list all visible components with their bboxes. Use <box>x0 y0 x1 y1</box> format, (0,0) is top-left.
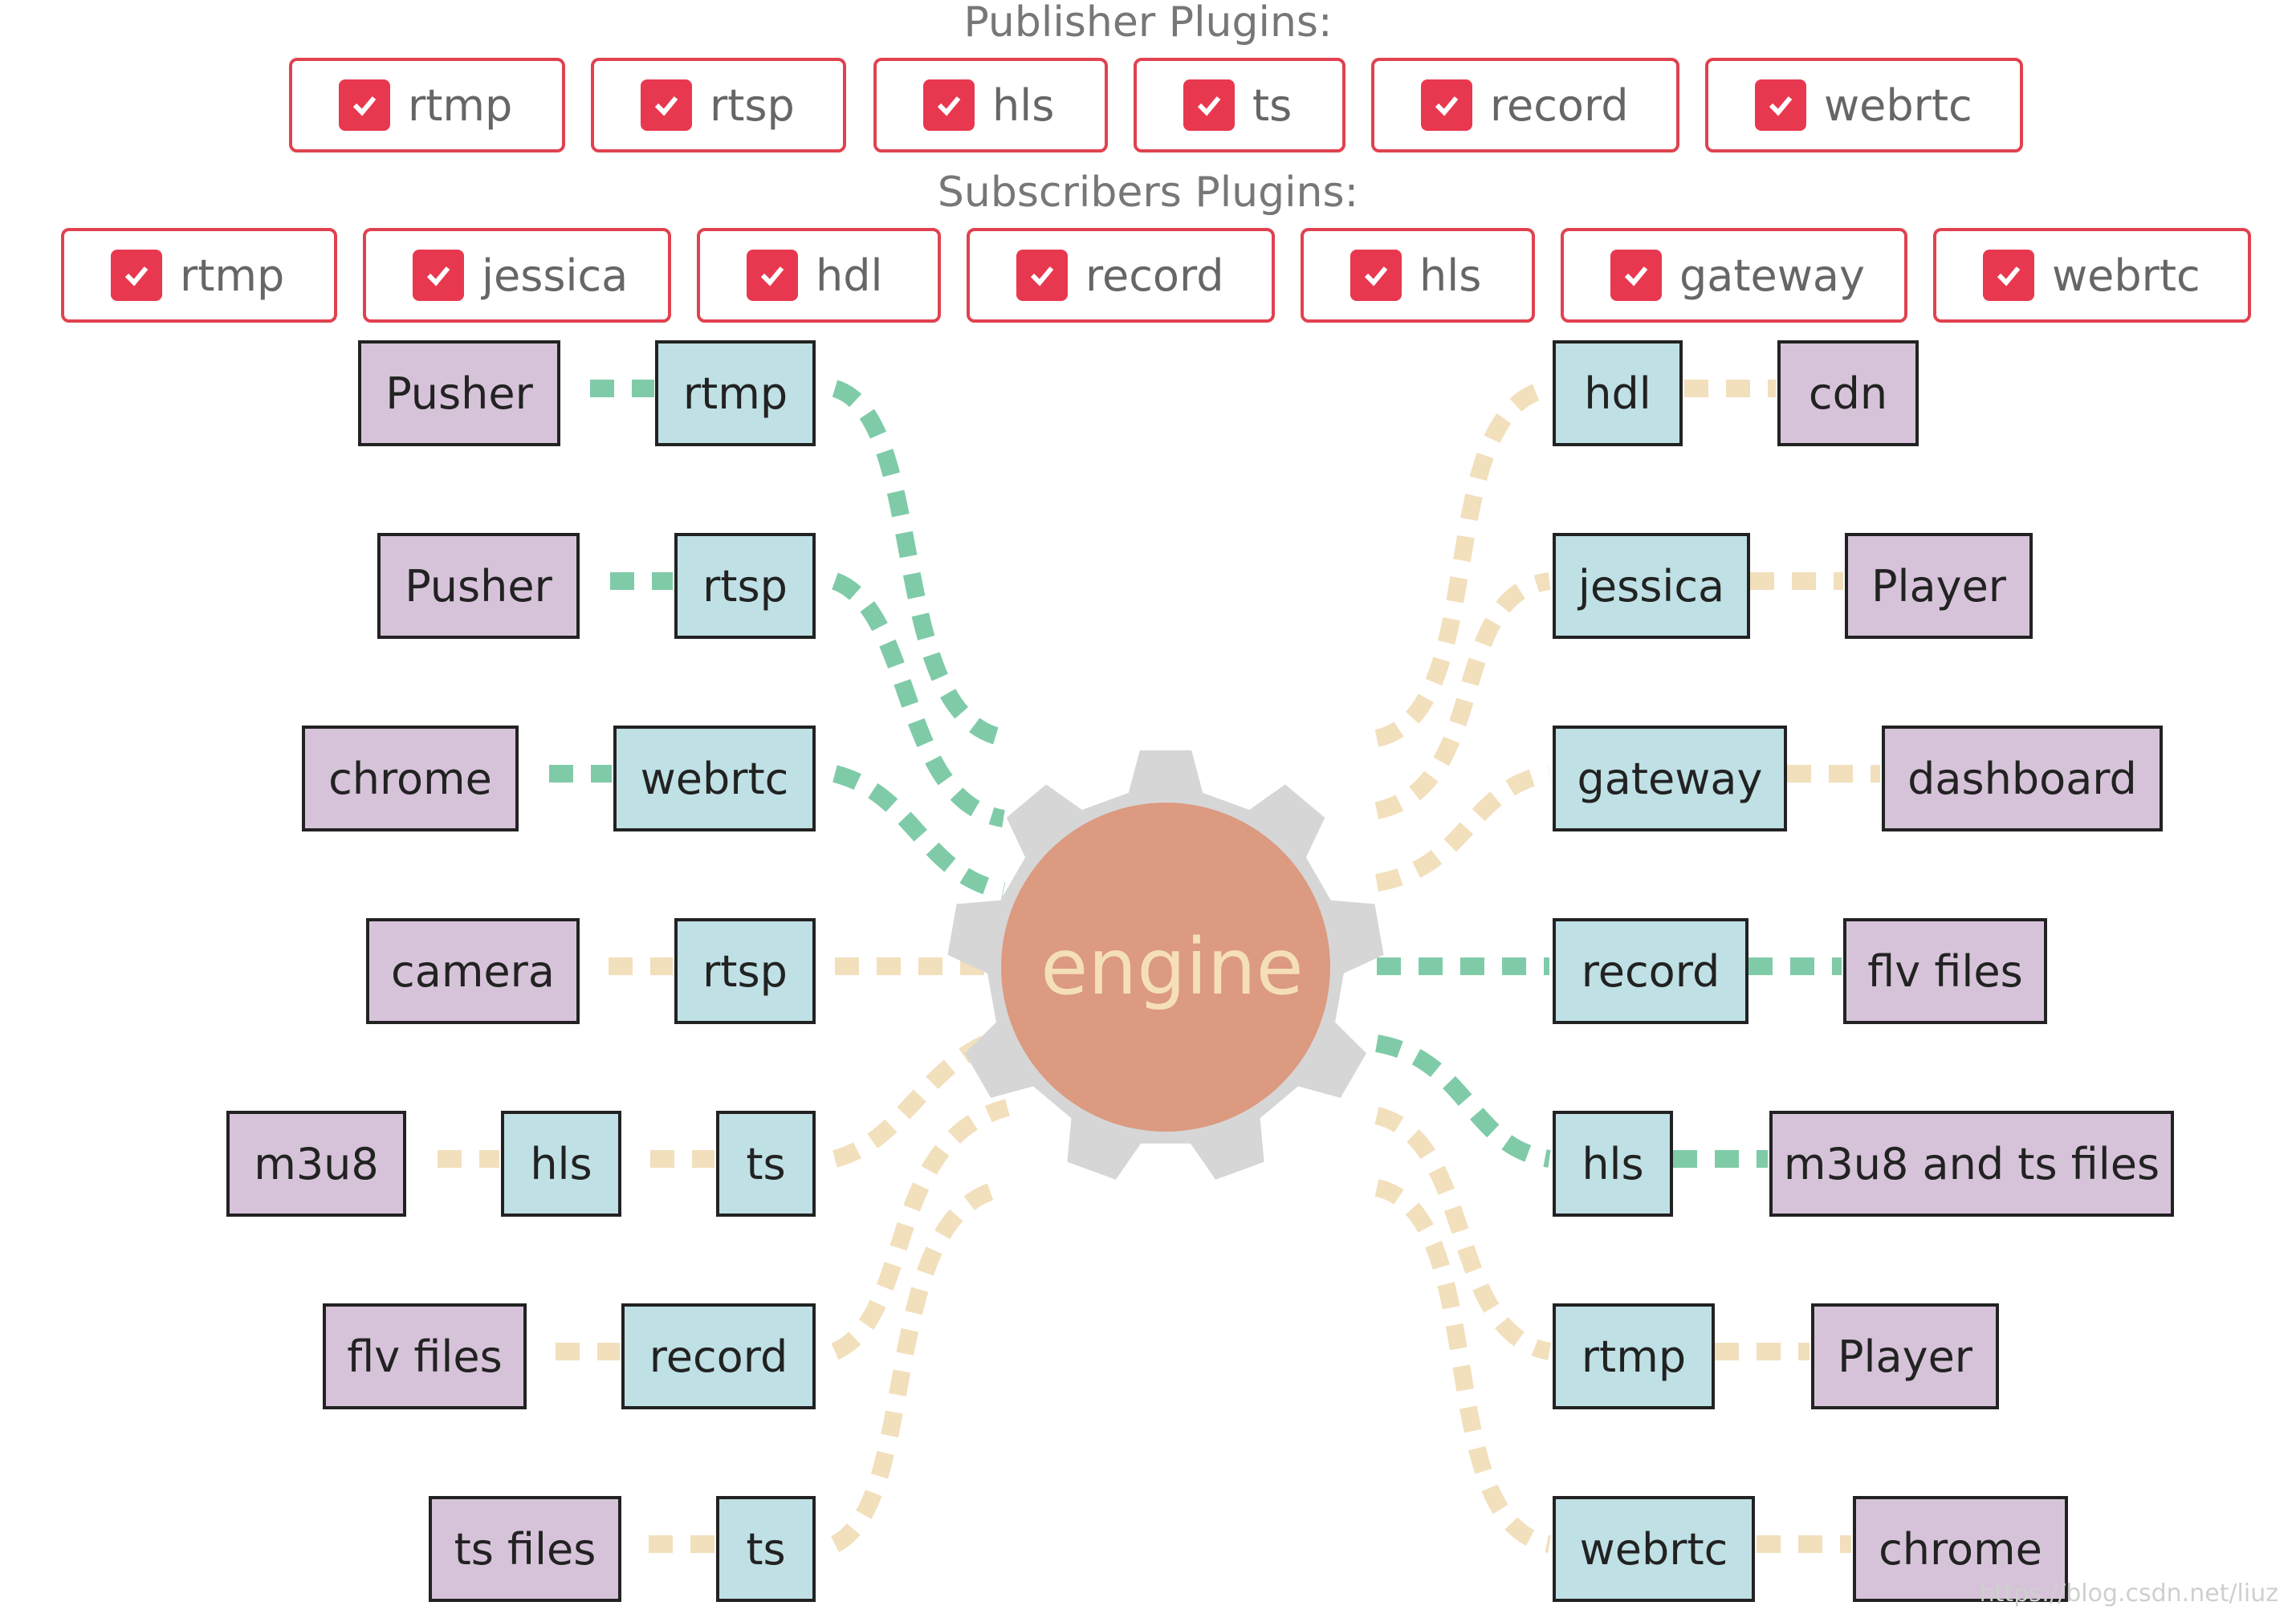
node-hdl-subscriber: hdl <box>1553 340 1683 446</box>
node-flv-files-output: flv files <box>1843 918 2047 1024</box>
check-icon[interactable] <box>923 79 975 131</box>
plugin-label: hls <box>992 79 1055 131</box>
subscriber-plugin-record[interactable]: record <box>967 228 1275 323</box>
check-icon[interactable] <box>641 79 692 131</box>
node-ts-files: ts files <box>429 1496 621 1602</box>
publisher-plugin-rtsp[interactable]: rtsp <box>591 58 846 152</box>
check-icon[interactable] <box>1421 79 1472 131</box>
node-dashboard: dashboard <box>1882 726 2163 831</box>
publisher-plugin-record[interactable]: record <box>1371 58 1679 152</box>
curve-engine-hdl <box>1374 380 1552 747</box>
check-icon[interactable] <box>1610 250 1662 301</box>
plugin-label: record <box>1490 79 1629 131</box>
plugin-label: rtsp <box>710 79 795 131</box>
curve-record-engine <box>831 1099 1010 1360</box>
curve-engine-webrtc <box>1374 1179 1552 1553</box>
node-record-subscriber: record <box>1553 918 1748 1024</box>
node-flv-files-source: flv files <box>323 1303 527 1409</box>
plugin-label: gateway <box>1679 250 1865 301</box>
plugin-label: ts <box>1252 79 1293 131</box>
node-ts-publisher-1: ts <box>716 1111 816 1217</box>
check-icon[interactable] <box>111 250 162 301</box>
node-m3u8: m3u8 <box>226 1111 406 1217</box>
subscriber-plugin-jessica[interactable]: jessica <box>363 228 671 323</box>
curve-engine-hls <box>1374 1035 1551 1168</box>
subscriber-plugin-gateway[interactable]: gateway <box>1561 228 1907 323</box>
node-webrtc-publisher: webrtc <box>613 726 816 831</box>
node-hls-subscriber: hls <box>1553 1111 1673 1217</box>
check-icon[interactable] <box>1983 250 2034 301</box>
node-player-1: Player <box>1845 533 2033 639</box>
subscriber-plugin-hls[interactable]: hls <box>1301 228 1535 323</box>
check-icon[interactable] <box>413 250 464 301</box>
curve-webrtc-engine <box>832 765 1006 900</box>
node-hls-publisher: hls <box>501 1111 621 1217</box>
node-m3u8-ts-files: m3u8 and ts files <box>1769 1111 2174 1217</box>
plugin-label: hdl <box>816 250 883 301</box>
plugin-label: webrtc <box>2052 250 2200 301</box>
check-icon[interactable] <box>1755 79 1806 131</box>
node-chrome-source: chrome <box>302 726 519 831</box>
subscriber-plugin-webrtc[interactable]: webrtc <box>1933 228 2251 323</box>
engine-label: engine <box>1040 922 1304 1012</box>
curve-engine-gateway <box>1374 765 1552 892</box>
engine-body <box>1001 803 1330 1132</box>
plugin-label: rtmp <box>180 250 285 301</box>
node-camera: camera <box>366 918 580 1024</box>
check-icon[interactable] <box>339 79 390 131</box>
subscriber-plugin-rtmp[interactable]: rtmp <box>61 228 337 323</box>
node-ts-publisher-2: ts <box>716 1496 816 1602</box>
node-rtsp-publisher-2: rtsp <box>674 918 816 1024</box>
check-icon[interactable] <box>1183 79 1235 131</box>
curve-engine-rtmp <box>1374 1107 1552 1360</box>
publisher-plugin-hls[interactable]: hls <box>873 58 1108 152</box>
publisher-plugin-webrtc[interactable]: webrtc <box>1705 58 2023 152</box>
gear-icon <box>947 750 1384 1180</box>
node-rtmp-subscriber: rtmp <box>1553 1303 1715 1409</box>
check-icon[interactable] <box>747 250 798 301</box>
watermark: https://blog.csdn.net/liuz <box>1979 1579 2278 1608</box>
node-jessica-subscriber: jessica <box>1553 533 1750 639</box>
node-cdn: cdn <box>1777 340 1919 446</box>
node-record-publisher: record <box>621 1303 816 1409</box>
check-icon[interactable] <box>1350 250 1402 301</box>
node-chrome-output: chrome <box>1853 1496 2068 1602</box>
plugin-label: jessica <box>482 250 629 301</box>
plugin-label: rtmp <box>408 79 513 131</box>
node-player-2: Player <box>1811 1303 1999 1409</box>
node-gateway-subscriber: gateway <box>1553 726 1787 831</box>
node-pusher-2: Pusher <box>377 533 580 639</box>
plugin-label: webrtc <box>1824 79 1972 131</box>
node-rtsp-publisher-1: rtsp <box>674 533 816 639</box>
node-webrtc-subscriber: webrtc <box>1553 1496 1755 1602</box>
curve-ts2-engine <box>830 1179 1009 1552</box>
curve-engine-jessica <box>1374 572 1551 819</box>
node-rtmp-publisher: rtmp <box>655 340 816 446</box>
publisher-plugin-rtmp[interactable]: rtmp <box>289 58 565 152</box>
publisher-plugin-ts[interactable]: ts <box>1134 58 1345 152</box>
curve-rtmp-engine <box>831 380 1010 747</box>
subscribers-plugins-title: Subscribers Plugins: <box>937 169 1359 217</box>
publisher-plugins-title: Publisher Plugins: <box>963 0 1333 47</box>
node-pusher-1: Pusher <box>358 340 560 446</box>
curve-rtsp-engine <box>831 572 1006 827</box>
plugin-label: record <box>1085 250 1224 301</box>
check-icon[interactable] <box>1016 250 1068 301</box>
plugin-label: hls <box>1419 250 1482 301</box>
subscriber-plugin-hdl[interactable]: hdl <box>697 228 941 323</box>
